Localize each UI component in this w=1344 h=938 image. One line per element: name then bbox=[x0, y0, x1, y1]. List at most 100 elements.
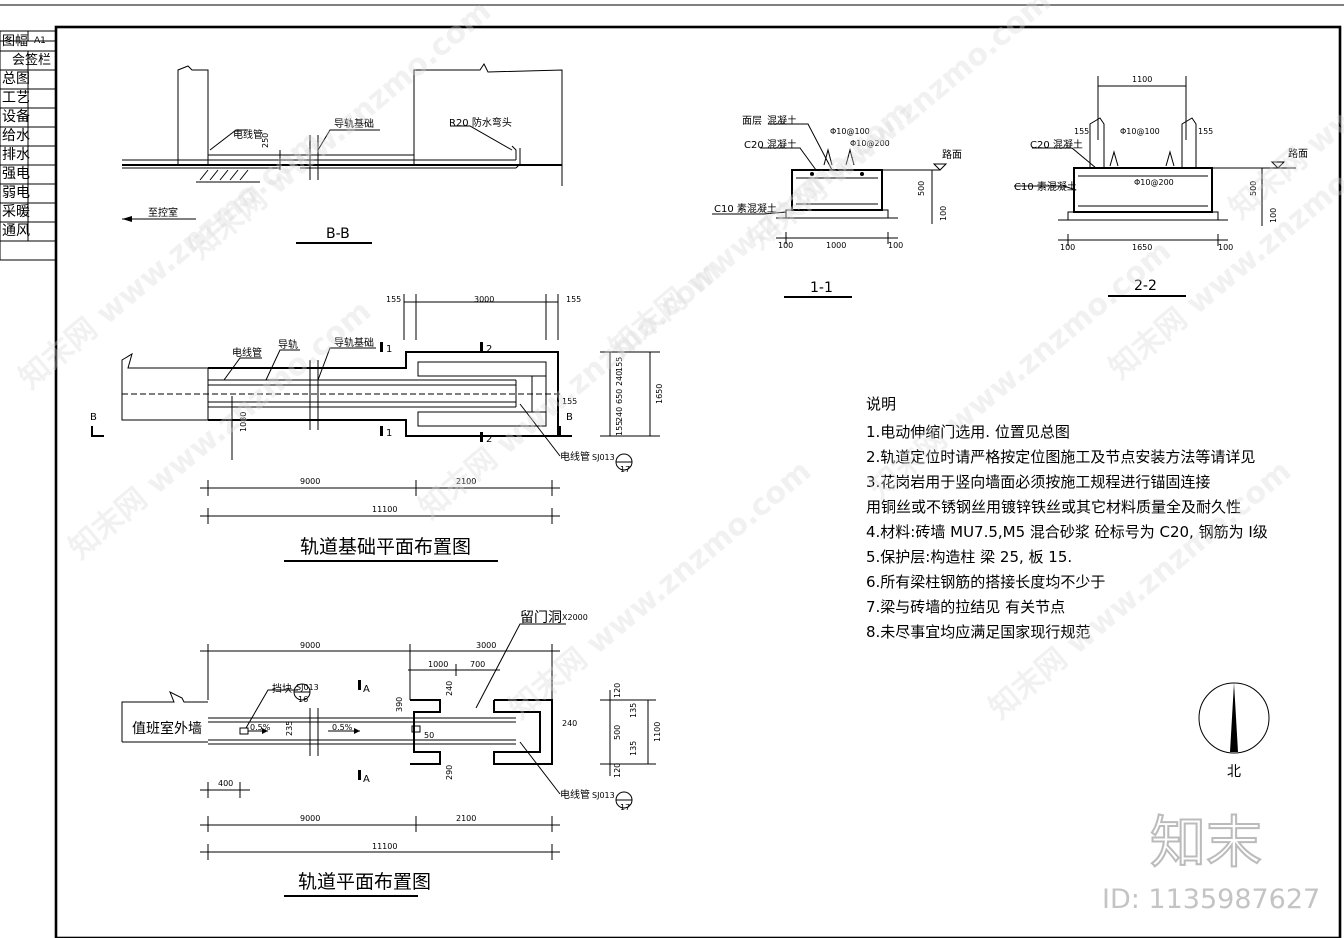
fp-dim-155a: 155 bbox=[386, 295, 401, 304]
watermark-text: 知末网 www.znzmo.com bbox=[63, 294, 378, 567]
tp-dim-9000: 9000 bbox=[300, 641, 320, 650]
tp-wall-label: 值班室外墙 bbox=[132, 720, 202, 737]
fp-dim-r240b: 240 bbox=[615, 407, 624, 422]
tp-dim-3000: 3000 bbox=[476, 641, 496, 650]
11-dim-100: 100 bbox=[939, 206, 948, 221]
tp-door-size: X2000 bbox=[562, 613, 588, 622]
watermark-text: 知末网 www.znzmo.com bbox=[503, 454, 818, 727]
tp-dim-11100: 11100 bbox=[372, 842, 397, 851]
tp-dim-135b: 135 bbox=[629, 741, 638, 756]
tp-ref-num: 17 bbox=[620, 803, 630, 812]
tp-dim-120a: 120 bbox=[613, 683, 622, 698]
22-dim-l100: 100 bbox=[1060, 243, 1075, 252]
fp-dim-11100: 11100 bbox=[372, 505, 397, 514]
bb-foundation-label: 导轨基础 bbox=[334, 117, 374, 130]
sheet-size-label: 图幅 bbox=[2, 34, 28, 49]
tp-dim-500: 500 bbox=[613, 725, 622, 740]
11-rebar-2: Φ10@200 bbox=[850, 139, 890, 148]
note-line: 5.保护层:构造柱 梁 25, 板 15. bbox=[866, 548, 1072, 566]
fp-dim-r240a: 240 bbox=[615, 371, 624, 386]
fp-cut-1b: 1 bbox=[386, 428, 392, 439]
fp-dim-155b: 155 bbox=[566, 295, 581, 304]
tp-dim-290: 290 bbox=[445, 765, 454, 780]
note-line: 3.花岗岩用于竖向墙面必须按施工规程进行锚固连接 bbox=[866, 473, 1210, 491]
22-c20-label: C20 混凝土 bbox=[1030, 138, 1083, 151]
tp-door-label: 留门洞 bbox=[520, 610, 562, 626]
tp-slope-1: 0.5% bbox=[250, 723, 271, 732]
fp-dim-r1650: 1650 bbox=[655, 384, 664, 404]
tp-dim-1000: 1000 bbox=[428, 660, 448, 669]
notes-heading: 说明 bbox=[866, 395, 896, 413]
22-dim-500: 500 bbox=[1249, 181, 1258, 196]
tp-dim-2100: 2100 bbox=[456, 814, 476, 823]
north-label: 北 bbox=[1227, 764, 1241, 780]
fp-rail-label: 导轨 bbox=[278, 338, 298, 351]
section-22: 1100 155 155 路面 500 100 1650 100 100 C20… bbox=[1014, 75, 1308, 297]
22-dim-155a: 155 bbox=[1074, 127, 1089, 136]
tp-dim-400: 400 bbox=[218, 779, 233, 788]
11-title: 1-1 bbox=[810, 280, 833, 296]
fp-dim-r155b: 155 bbox=[615, 421, 624, 436]
tp-dim-700: 700 bbox=[470, 660, 485, 669]
22-dim-r100: 100 bbox=[1218, 243, 1233, 252]
section-11: 路面 500 100 1000 100 100 面层 混凝土 C20 混凝土 C… bbox=[712, 114, 962, 298]
bb-dim-250: 250 bbox=[261, 133, 270, 148]
note-line: 2.轨道定位时请严格按定位图施工及节点安装方法等请详见 bbox=[866, 448, 1255, 466]
note-line: 6.所有梁柱钢筋的搭接长度均不少于 bbox=[866, 573, 1105, 591]
bb-conduit-label: 电线管 bbox=[233, 128, 263, 141]
sheet-size-value: A1 bbox=[34, 36, 46, 46]
discipline-row: 强电 bbox=[2, 166, 30, 182]
tp-dim-240b: 240 bbox=[562, 719, 577, 728]
discipline-row: 给水 bbox=[2, 128, 30, 144]
fp-dim-r155a: 155 bbox=[615, 357, 624, 372]
22-rebar-1: Φ10@100 bbox=[1120, 127, 1160, 136]
tp-dim-135a: 135 bbox=[629, 703, 638, 718]
tp-stopper-num: 16 bbox=[298, 695, 308, 704]
fp-conduit-label: 电线管 bbox=[232, 346, 262, 359]
11-road-label: 路面 bbox=[942, 148, 962, 161]
discipline-row: 通风 bbox=[2, 223, 30, 239]
brand-stamp: 知末 ID: 1135987627 bbox=[1102, 810, 1320, 915]
fp-conduit-ref: 电线管 bbox=[560, 450, 590, 463]
tp-conduit-ref: 电线管 bbox=[560, 788, 590, 801]
tp-title: 轨道平面布置图 bbox=[298, 871, 431, 893]
fp-dim-r650: 650 bbox=[615, 389, 624, 404]
fp-dim-2100: 2100 bbox=[456, 477, 476, 486]
discipline-row: 排水 bbox=[2, 147, 30, 163]
22-dim-1650: 1650 bbox=[1132, 243, 1152, 252]
22-dim-155b: 155 bbox=[1198, 127, 1213, 136]
note-line: 7.梁与砖墙的拉结见 有关节点 bbox=[866, 598, 1065, 616]
tp-dim-390: 390 bbox=[395, 697, 404, 712]
tp-dim-235: 235 bbox=[285, 721, 294, 736]
discipline-row: 采暖 bbox=[2, 204, 30, 220]
22-road-label: 路面 bbox=[1288, 147, 1308, 160]
22-c10-label: C10 素混凝土 bbox=[1014, 180, 1077, 193]
bb-to-room-label: 至控室 bbox=[148, 206, 178, 219]
note-line: 8.未尽事宜均应满足国家现行规范 bbox=[866, 623, 1090, 641]
fp-dim-9000: 9000 bbox=[300, 477, 320, 486]
note-line: 1.电动伸缩门选用. 位置见总图 bbox=[866, 423, 1070, 441]
tp-dim-1100: 1100 bbox=[653, 722, 662, 742]
tp-stopper-label: 挡块 bbox=[272, 682, 292, 695]
fp-dim-r155c: 155 bbox=[562, 397, 577, 406]
fp-cut-1a: 1 bbox=[386, 344, 392, 355]
fp-cut-2b: 2 bbox=[486, 434, 492, 445]
design-notes: 说明 1.电动伸缩门选用. 位置见总图 2.轨道定位时请严格按定位图施工及节点安装… bbox=[866, 395, 1268, 641]
11-rebar-1: Φ10@100 bbox=[830, 127, 870, 136]
north-arrow: 北 bbox=[1198, 682, 1270, 780]
track-plan: 9000 3000 1000 700 值班室外墙 0.5% 0.5% 挡块 SJ… bbox=[121, 610, 662, 897]
fp-ref-num: 17 bbox=[620, 465, 630, 474]
fp-ref-code: SJ013 bbox=[592, 453, 615, 462]
22-dim-1100: 1100 bbox=[1132, 75, 1152, 84]
tp-dim-120b: 120 bbox=[613, 763, 622, 778]
22-title: 2-2 bbox=[1134, 278, 1157, 294]
north-arrow-icon bbox=[1230, 683, 1238, 752]
fp-foundation-label: 导轨基础 bbox=[334, 336, 374, 349]
11-dim-1000: 1000 bbox=[826, 241, 846, 250]
tp-dim-240a: 240 bbox=[445, 681, 454, 696]
22-dim-100: 100 bbox=[1269, 208, 1278, 223]
section-bb: 电线管 导轨基础 R20 防水弯头 250 至控室 B-B bbox=[122, 63, 563, 244]
watermark-text: 知末网 www.znzmo.com bbox=[743, 0, 1058, 256]
11-surface-concrete: 混凝土 bbox=[767, 114, 797, 127]
